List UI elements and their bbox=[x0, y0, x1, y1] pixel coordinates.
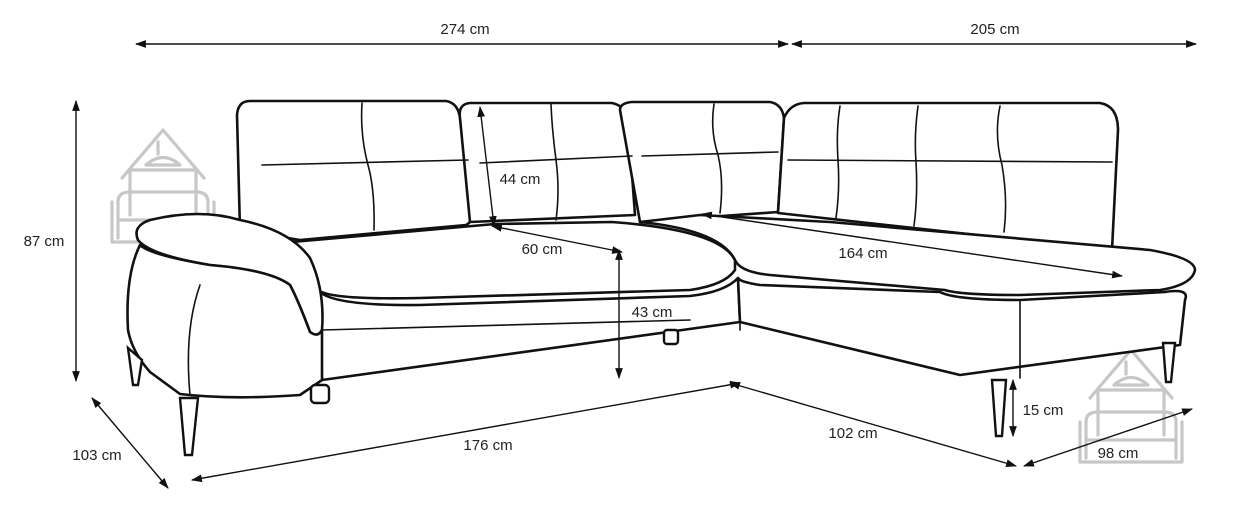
label-backrest-height: 44 cm bbox=[500, 171, 541, 188]
leg-chaise-front bbox=[990, 378, 1008, 438]
leg-front-left bbox=[178, 396, 200, 457]
base-left bbox=[316, 276, 742, 382]
leg-chaise-back bbox=[1161, 341, 1177, 384]
dim-line-base-right bbox=[728, 382, 1018, 467]
label-seat-height: 43 cm bbox=[632, 304, 673, 321]
label-top-left-width: 274 cm bbox=[440, 21, 489, 38]
dim-line-backrest bbox=[477, 105, 497, 228]
base-chaise bbox=[736, 276, 1188, 377]
leg-center bbox=[309, 383, 331, 405]
label-base-depth: 103 cm bbox=[72, 447, 121, 464]
dim-line-chaise-width bbox=[1022, 408, 1194, 467]
seat-cushion-left bbox=[290, 220, 737, 300]
label-chaise-width: 98 cm bbox=[1098, 445, 1139, 462]
armrest-body bbox=[126, 243, 324, 399]
dim-line-base-depth bbox=[91, 397, 169, 489]
dim-line-chaise-length bbox=[700, 211, 1124, 279]
dimension-labels: 274 cm 205 cm 87 cm 44 cm 60 cm 43 cm 16… bbox=[24, 21, 1139, 464]
dim-line-seat-depth bbox=[490, 224, 624, 254]
back-cushion-middle-right bbox=[618, 100, 786, 224]
label-chaise-length: 164 cm bbox=[838, 245, 887, 262]
label-top-right-width: 205 cm bbox=[970, 21, 1019, 38]
leg-back-left bbox=[126, 345, 144, 387]
label-total-height: 87 cm bbox=[24, 233, 65, 250]
leg-rear-center bbox=[662, 328, 680, 346]
label-leg-height: 15 cm bbox=[1023, 402, 1064, 419]
dimension-lines bbox=[72, 40, 1198, 489]
label-seat-depth: 60 cm bbox=[522, 241, 563, 258]
label-base-left-length: 176 cm bbox=[463, 437, 512, 454]
dim-line-base-left bbox=[190, 380, 742, 483]
back-cushion-left bbox=[235, 99, 474, 242]
label-base-right-length: 102 cm bbox=[828, 425, 877, 442]
